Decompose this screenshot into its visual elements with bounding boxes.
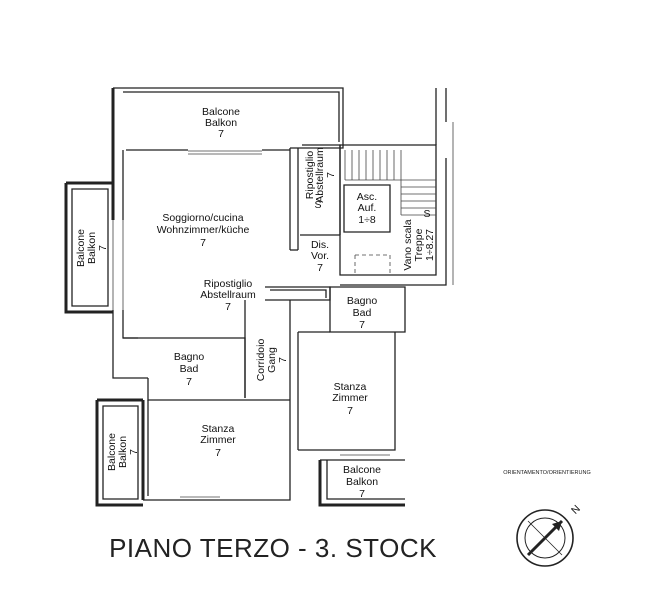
room-balcone-left: Balcone Balkon 7 [75,229,109,267]
stair-mark: S [314,199,321,211]
room-label: Vor. [311,250,329,262]
room-label: Auf. [358,202,377,214]
room-label: Stanza [202,423,235,435]
stair-mark: S [423,208,430,220]
room-label: Zimmer [200,434,236,446]
room-label: 7 [186,376,192,388]
room-label: Abstellraum [200,289,256,301]
room-stanza-right: Stanza Zimmer 7 [332,381,368,417]
walls [64,87,454,507]
room-soggiorno: Soggiorno/cucina Wohnzimmer/küche 7 [157,212,250,249]
room-vano-scala: Vano scala Treppe 1÷8.27 [402,219,436,270]
room-label: 1÷8.27 [424,229,436,261]
room-label: 1÷8 [358,214,376,226]
room-label: Abstellraum [314,147,326,203]
room-label: Balkon [86,232,98,264]
room-label: Stanza [334,381,367,393]
room-ripostiglio-mid: Ripostiglio Abstellraum 7 [200,278,256,313]
room-label: Dis. [311,239,329,251]
room-bagno-right: Bagno Bad 7 [347,295,378,331]
room-label: Bad [180,363,199,375]
room-label: 7 [277,357,289,363]
room-label: Asc. [357,191,377,203]
orientation-label: ORIENTAMENTO/ORIENTIERUNG [503,470,591,476]
room-disimpegno: Dis. Vor. 7 [311,239,329,274]
room-label: Bagno [174,351,205,363]
compass-icon [516,509,574,567]
room-label: Ripostiglio [304,151,316,200]
room-label: 7 [128,449,140,455]
room-label: Balkon [205,117,237,129]
room-label: Gang [266,347,278,373]
room-balcone-top: Balcone Balkon 7 [202,106,240,140]
room-label: Bad [353,307,372,319]
room-label: 7 [347,405,353,417]
room-label: 7 [218,128,224,140]
room-label: Balcone [343,464,381,476]
room-corridoio: Corridoio Gang 7 [255,339,289,382]
room-label: 7 [215,447,221,459]
room-label: 7 [225,301,231,313]
room-label: 7 [317,262,323,274]
room-balcone-bottom-left: Balcone Balkon 7 [106,433,140,471]
room-stanza-left: Stanza Zimmer 7 [200,423,236,459]
room-label: Balcone [75,229,87,267]
room-label: 7 [359,319,365,331]
room-bagno-left: Bagno Bad 7 [174,351,205,388]
room-label: Soggiorno/cucina [162,212,243,224]
room-label: 7 [359,488,365,500]
plan-title: PIANO TERZO - 3. STOCK [109,533,437,563]
room-ascensore: Asc. Auf. 1÷8 [357,191,377,226]
room-label: Treppe [413,228,425,261]
room-label: Corridoio [255,339,267,382]
room-label: Ripostiglio [204,278,253,290]
room-label: Bagno [347,295,378,307]
room-label: Vano scala [402,219,414,270]
room-label: Balcone [202,106,240,118]
room-label: Balkon [117,436,129,468]
compass-north-label: N [569,503,583,517]
room-label: 7 [97,245,109,251]
room-label: Balkon [346,476,378,488]
room-balcone-bottom-right: Balcone Balkon 7 [343,464,381,500]
room-label: 7 [200,237,206,249]
room-ripostiglio-top: Ripostiglio Abstellraum 7 [304,147,337,203]
room-label: 7 [325,172,337,178]
room-label: Wohnzimmer/küche [157,224,250,236]
room-label: Balcone [106,433,118,471]
room-label: Zimmer [332,392,368,404]
